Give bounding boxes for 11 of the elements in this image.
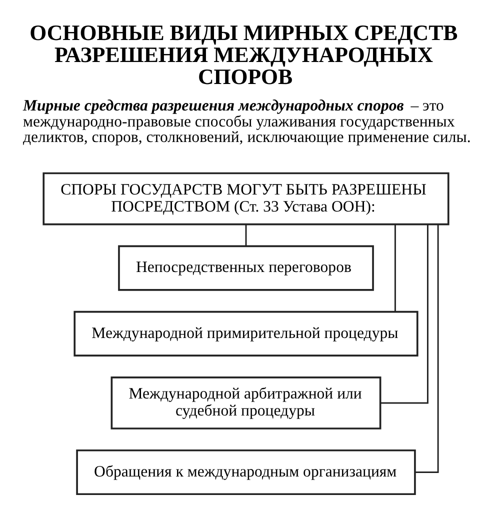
- connector: [394, 224, 396, 312]
- diagram-title: ОСНОВНЫЕ ВИДЫ МИРНЫХ СРЕДСТВ РАЗРЕШЕНИЯ МЕЖДУНАРОДНЫХ СПОРОВ: [30, 20, 458, 88]
- node-box: Непосредственных переговоров: [118, 244, 374, 290]
- connector: [245, 224, 247, 246]
- node-box: Международной примирительной процедуры: [74, 310, 418, 356]
- connector: [415, 224, 439, 472]
- node-box: Международной арбитражной или судебной процедуры: [110, 376, 382, 429]
- node-box: Обращения к международным организациям: [76, 448, 416, 495]
- connector: [380, 224, 428, 404]
- node-box: СПОРЫ ГОСУДАРСТВ МОГУТ БЫТЬ РАЗРЕШЕНЫ ПОСРЕДСТВОМ (Ст. 33 Устава ООН):: [42, 172, 450, 225]
- label: Мирные средства разрешения международных споров – это международно-правовые способы улаживания государственных деликтов, споров, столкновений, исключающие применение силы.: [22, 97, 471, 146]
